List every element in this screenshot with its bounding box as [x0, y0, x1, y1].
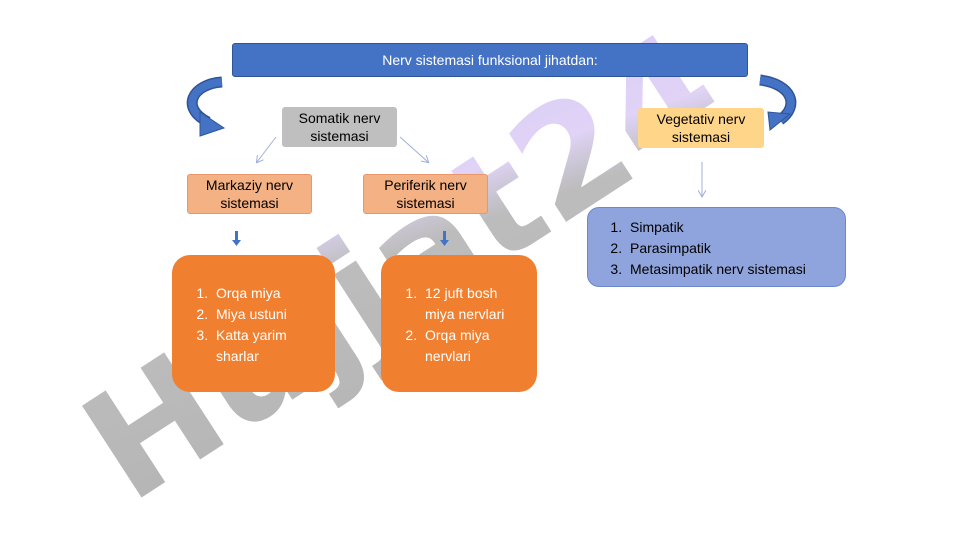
periferik-label: Periferik nerv sistemasi — [384, 177, 467, 211]
list-item: Miya ustuni — [212, 304, 327, 325]
somatik-node: Somatik nerv sistemasi — [282, 107, 397, 147]
list-item: Orqa miya nervlari — [421, 325, 529, 367]
periferik-list: 12 juft bosh miya nervlari Orqa miya ner… — [393, 283, 529, 367]
markaziy-list-box: Orqa miya Miya ustuni Katta yarim sharla… — [172, 255, 335, 392]
markaziy-label: Markaziy nerv sistemasi — [205, 177, 294, 211]
down-arrow-icon — [440, 231, 449, 246]
list-item: Parasimpatik — [626, 238, 837, 259]
vegetativ-label: Vegetativ nerv sistemasi — [656, 111, 746, 145]
curved-arrow-right-icon — [759, 74, 797, 131]
connector-somatik-periferik — [399, 136, 428, 162]
vegetativ-list-box: Simpatik Parasimpatik Metasimpatik nerv … — [587, 207, 846, 287]
vegetativ-list: Simpatik Parasimpatik Metasimpatik nerv … — [596, 217, 837, 280]
curved-arrow-left-icon — [186, 76, 226, 137]
markaziy-list: Orqa miya Miya ustuni Katta yarim sharla… — [184, 283, 327, 367]
list-item: Katta yarim sharlar — [212, 325, 327, 367]
list-item: 12 juft bosh miya nervlari — [421, 283, 529, 325]
markaziy-node: Markaziy nerv sistemasi — [187, 174, 312, 214]
list-item: Metasimpatik nerv sistemasi — [626, 259, 837, 280]
somatik-label: Somatik nerv sistemasi — [298, 110, 381, 144]
vegetativ-node: Vegetativ nerv sistemasi — [638, 108, 764, 148]
diagram-title: Nerv sistemasi funksional jihatdan: — [382, 52, 598, 68]
list-item: Simpatik — [626, 217, 837, 238]
diagram-title-box: Nerv sistemasi funksional jihatdan: — [232, 43, 748, 77]
list-item: Orqa miya — [212, 283, 327, 304]
down-arrow-icon — [232, 231, 241, 246]
periferik-node: Periferik nerv sistemasi — [363, 174, 488, 214]
periferik-list-box: 12 juft bosh miya nervlari Orqa miya ner… — [381, 255, 537, 392]
connector-somatik-markaziy — [257, 136, 277, 162]
